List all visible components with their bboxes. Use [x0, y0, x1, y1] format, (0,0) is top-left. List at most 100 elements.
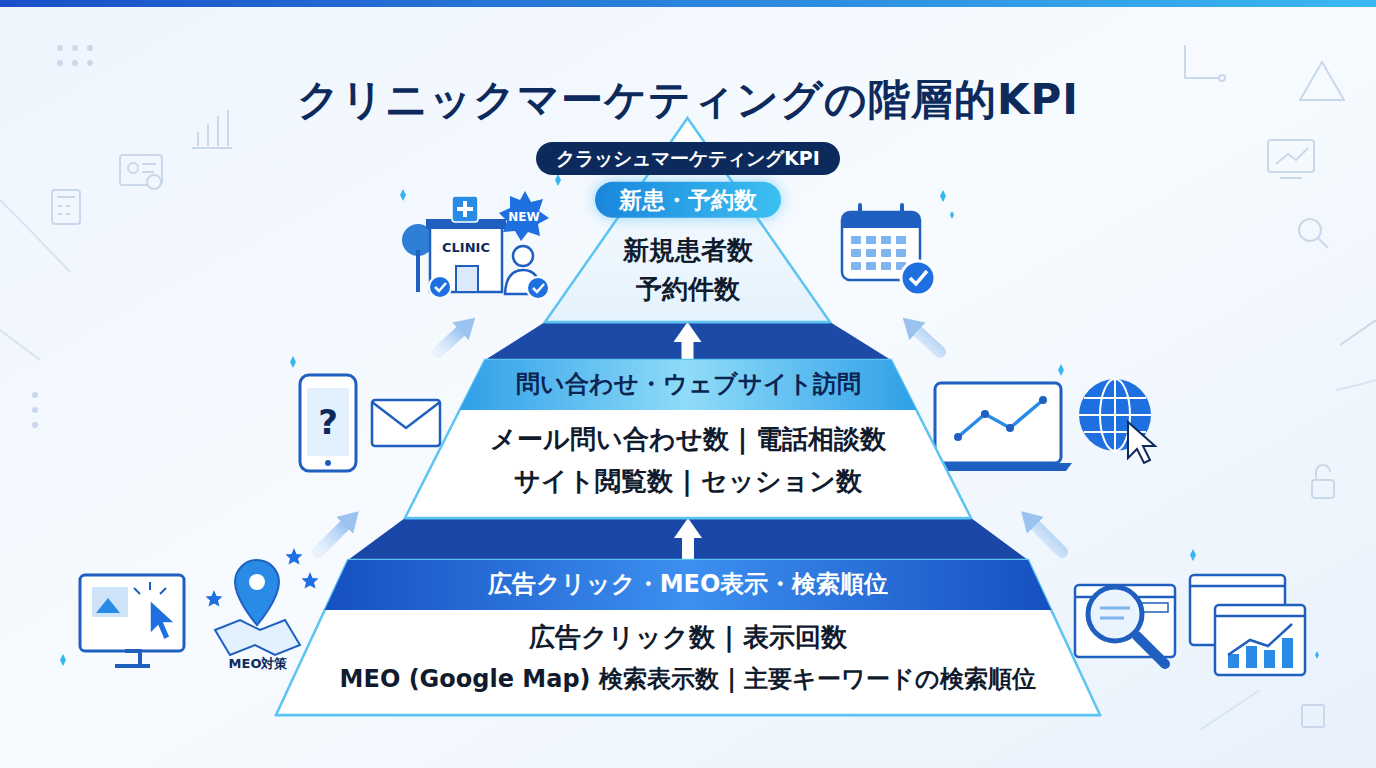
map-pin-icon: [235, 560, 279, 625]
calendar-icon: [881, 236, 891, 244]
clinic-icon: [456, 266, 478, 292]
pyramid-tier: 問い合わせ・ウェブサイト訪問メール問い合わせ数 | 電話相談数サイト閲覧数 | …: [405, 360, 971, 518]
faint-decor: [1300, 62, 1344, 100]
pyramid-bands: [348, 322, 1028, 560]
monitor-icon: [134, 582, 166, 594]
search-windows-icon: [1215, 615, 1305, 618]
calendar-icon: [842, 190, 954, 295]
search-windows-icon: [1228, 624, 1292, 655]
faint-decor: [142, 164, 156, 172]
kpi-metric: 新規患者数: [623, 236, 753, 266]
tier-header-band: [325, 560, 1051, 610]
faint-decor: [52, 190, 80, 224]
calendar-icon: [866, 249, 876, 257]
faint-decor: [1280, 177, 1302, 179]
kpi-metric: MEO (Google Map) 検索表示数 | 主要キーワードの検索順位: [340, 666, 1037, 694]
pill-text: クラッシュマーケティングKPI: [556, 146, 820, 171]
kpi-metric: メール問い合わせ数 | 電話相談数: [490, 425, 887, 455]
faint-decor: [88, 61, 92, 65]
phone-icon: [307, 388, 349, 456]
laptop-icon: [958, 400, 1043, 437]
side-arrows: [1034, 524, 1062, 552]
kpi-label-pill: クラッシュマーケティングKPI: [536, 142, 840, 175]
calendar-icon: [896, 249, 906, 257]
calendar-icon: [851, 236, 861, 244]
pyramid-bands: [485, 322, 891, 360]
calendar-icon: [866, 262, 876, 270]
search-windows-icon: [1075, 585, 1175, 657]
monitor-icon: [150, 600, 175, 640]
side-arrows: [318, 524, 346, 552]
calendar-icon: [881, 249, 891, 257]
calendar-icon: [851, 249, 861, 257]
map-pin-icon: [206, 590, 223, 607]
envelope-icon: [372, 402, 440, 428]
phone-icon: [300, 375, 356, 471]
map-pin-icon: [249, 574, 265, 590]
search-windows-icon: [1190, 549, 1319, 659]
monitor-icon: [92, 587, 128, 617]
laptop-icon: [935, 383, 1061, 463]
kpi-metric: 予約件数: [636, 275, 740, 305]
search-windows-icon: [1282, 638, 1293, 668]
kpi-metric: 広告クリック数 | 表示回数: [529, 623, 847, 653]
flow-arrow: [682, 536, 694, 560]
faint-decor: [192, 110, 232, 148]
search-windows-icon: [1264, 650, 1275, 668]
faint-decor: [1268, 140, 1314, 172]
laptop-icon: [1058, 364, 1064, 376]
search-windows-icon: [1075, 549, 1319, 675]
globe-icon: [1079, 379, 1155, 463]
calendar-icon: [860, 205, 902, 220]
top-bar: [0, 0, 1376, 7]
clinic-icon: [513, 246, 533, 266]
monitor-icon: [80, 575, 184, 651]
search-windows-icon: [1215, 605, 1305, 675]
map-pin-icon: [286, 548, 303, 565]
faint-decor: [1316, 465, 1330, 480]
faint-decor: [1200, 690, 1260, 730]
side-arrows: [318, 330, 1062, 552]
clinic-icon: [435, 283, 446, 291]
clinic-icon: [533, 284, 544, 292]
phone-icon: [290, 356, 356, 471]
map-pin-icon: [302, 572, 319, 589]
tier-outline: [405, 360, 971, 518]
clinic-icon: [429, 276, 451, 298]
faint-decor: [1276, 148, 1308, 164]
laptop-icon: [924, 364, 1072, 471]
side-arrows: [916, 330, 940, 352]
calendar-icon: [896, 236, 906, 244]
phone-icon: [290, 356, 296, 368]
envelope-icon: [372, 400, 440, 446]
faint-decor: [73, 46, 77, 50]
clinic-icon: [416, 250, 420, 292]
calendar-icon: [866, 236, 876, 244]
faint-decor: [73, 61, 77, 65]
faint-decor: [0, 330, 40, 360]
clinic-icon: [452, 196, 478, 222]
faint-decor: [1302, 705, 1324, 727]
faint-decor: [57, 197, 75, 214]
calendar-icon: [851, 262, 861, 270]
laptop-icon: [1006, 424, 1014, 432]
calendar-icon: [881, 262, 891, 270]
kpi-metric: サイト閲覧数 | セッション数: [514, 467, 862, 497]
search-windows-icon: [1100, 608, 1130, 618]
faint-decor: [33, 408, 37, 412]
clinic-icon: [400, 174, 561, 299]
tier-heading: 問い合わせ・ウェブサイト訪問: [516, 371, 861, 399]
faint-decor: [1185, 45, 1220, 78]
map-pin-icon: [206, 548, 319, 655]
calendar-icon: [842, 212, 920, 228]
globe-icon: [1128, 422, 1155, 463]
monitor-icon: [96, 598, 120, 613]
monitor-icon: [60, 654, 66, 666]
faint-decor: [33, 423, 37, 427]
question-mark: ?: [318, 405, 338, 439]
clinic-icon: [400, 174, 561, 201]
faint-decor: [128, 163, 138, 173]
faint-decor: [1312, 480, 1334, 498]
faint-decor: [1299, 219, 1321, 241]
